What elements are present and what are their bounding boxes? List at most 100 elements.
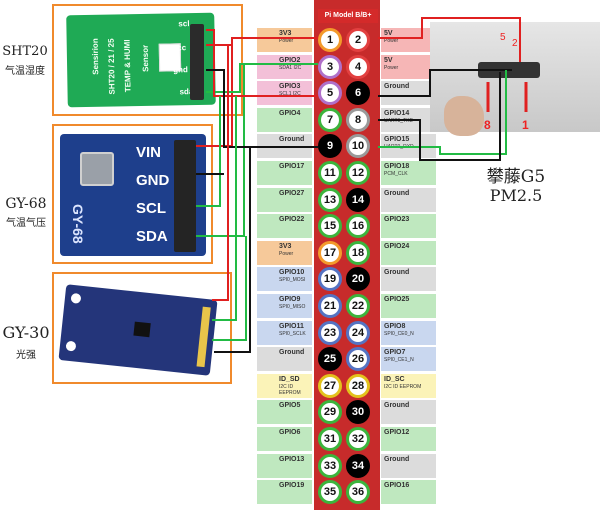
gy68-sensor [80,152,114,186]
sht20-frame [52,4,243,116]
pin-sub: PCM_CLK [384,171,408,177]
pin-name: GPIO3 [279,83,301,91]
pin-number: 14 [346,187,370,212]
wire-g5-tx [378,72,501,161]
pin-name: GPIO8 [384,322,406,330]
right-pin-row: GPIO25 [381,294,436,318]
gy30-label: GY-30 [2,323,50,342]
pin-name: GPIO5 [279,402,301,410]
pin-number: 16 [346,214,370,239]
pin-number: 5 [318,81,342,106]
pin-number: 21 [318,294,342,318]
pin-sub: SDA1 I2C [279,64,302,71]
wire-gy68-scl [196,96,221,207]
pin-number: 8 [346,107,370,132]
pin-number: 7 [318,107,342,132]
pin-number: 19 [318,267,342,292]
pin-number: 18 [346,240,370,265]
pin-name: GPIO23 [384,216,410,224]
pin-name: GPIO17 [279,163,305,170]
pin-name: GPIO12 [384,429,410,436]
pin-name: ID_SD [279,375,300,383]
pin-name: GPIO11 [279,322,304,330]
pin-number: 12 [346,161,370,185]
pin-name: Ground [384,189,410,197]
right-pin-row: GPIO24 [381,240,436,265]
left-pin-row: GPIO22 [257,214,312,239]
pin-number: 35 [318,480,342,505]
left-pin-row: GPIO4 [257,107,312,132]
pin-number: 1 [318,28,342,52]
pin-sub: I2C ID EEPROM [384,383,422,390]
gy68-pin-gnd: GND [136,172,170,189]
pin-name: GPIO25 [384,296,410,303]
pin-number: 10 [346,134,370,159]
right-pin-row: Ground [381,267,436,292]
sht20-desc: 气温湿度 [5,66,45,77]
left-pin-row: GPIO17 [257,161,312,185]
gy68-desc: 气温气压 [6,218,46,229]
pin-name: 3V3 [279,242,292,250]
gy30-frame [52,272,232,384]
pin-name: Ground [384,402,410,410]
sht20-label: SHT20 [2,44,48,59]
pin-sub: SCL1 I2C [279,91,301,98]
pin-number: 25 [318,347,342,372]
right-pin-row: GPIO12 [381,427,436,451]
pin-number: 13 [318,187,342,212]
pin-name: ID_SC [384,375,405,383]
pin-number: 27 [318,373,342,398]
right-pin-row: GPIO23 [381,214,436,239]
pin-name: GPIO2 [279,56,301,64]
right-pin-row: Ground [381,81,436,106]
wire-sht20-gnd [206,69,318,148]
pin-name: GPIO19 [279,482,305,490]
wire-gy30-scl [212,96,237,321]
pin-number: 11 [318,161,342,185]
pin-number: 23 [318,320,342,345]
pin-number: 28 [346,373,370,398]
pin-name: GPIO9 [279,296,301,303]
pin-sub: SPI0_SCLK [279,330,306,337]
pin-name: GPIO6 [279,429,301,436]
gy68-header [174,140,196,252]
pin-sub: SPI0_CE0_N [384,330,414,337]
wire-gy68-sda [196,64,245,237]
pin-number: 3 [318,54,342,79]
left-pin-row: GPIO27 [257,187,312,212]
wire-sht20-sda [206,63,318,93]
wire-gy30-gnd [214,147,251,353]
gy68-pin-sda: SDA [136,228,168,245]
pin-number: 31 [318,427,342,451]
pin-name: 5V [384,56,393,64]
pin-number: 33 [318,453,342,478]
pin-number: 22 [346,294,370,318]
g5-marker-1: 1 [522,118,529,132]
pin-number: 30 [346,400,370,425]
gy68-frame [52,124,213,264]
pi-model-title: Pi Model B/B+ [318,9,378,23]
pin-name: GPIO4 [279,109,301,117]
right-pin-row: Ground [381,187,436,212]
pin-name: 3V3 [279,30,292,37]
pin-number: 24 [346,320,370,345]
wire-g5-5v [378,17,521,62]
wire-gy30-vcc [212,45,229,301]
gy68-pin-scl: SCL [136,200,166,217]
pin-name: GPIO16 [384,482,410,490]
pin-sub: SPI0_MISO [279,304,306,310]
pin-name: GPIO27 [279,189,305,197]
pin-sub: SPI0_MOSI [279,277,306,284]
g5-label: 攀藤G5 [486,167,546,187]
wire-gy30-sda [212,236,247,341]
pin-number: 26 [346,347,370,372]
